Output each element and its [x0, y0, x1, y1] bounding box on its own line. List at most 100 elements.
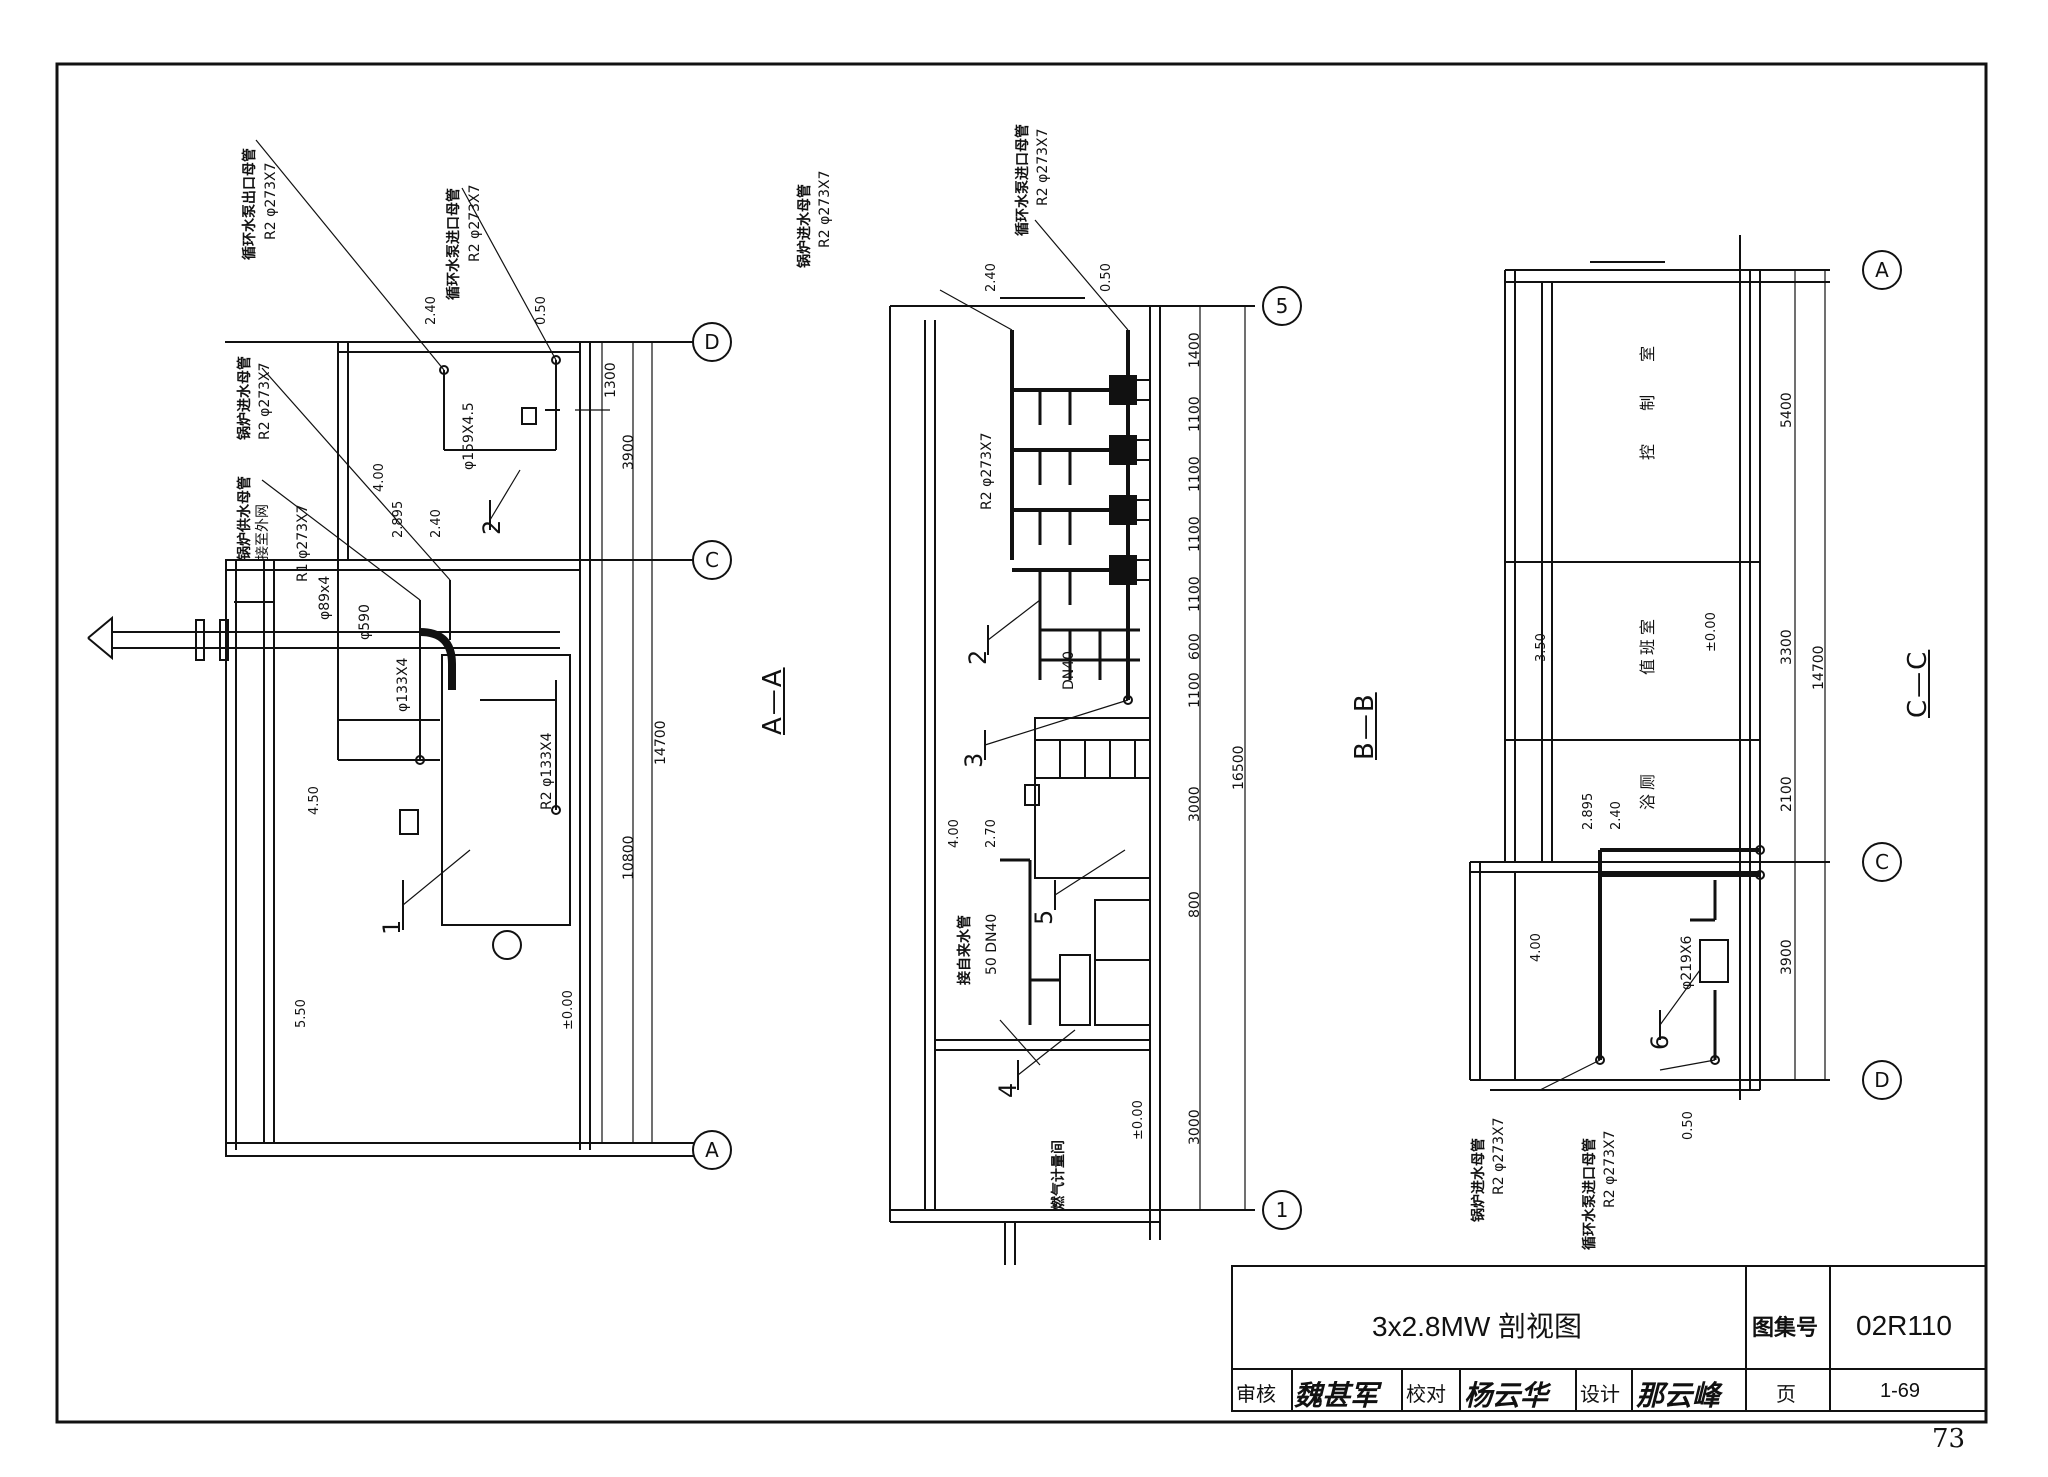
bb-dim-800: 800 [1187, 891, 1203, 918]
cc-axis-d: D [1862, 1060, 1902, 1100]
sheet-number: 73 [1932, 1424, 1966, 1454]
cc-dim-14700: 14700 [1811, 645, 1827, 690]
aa-pump-in-label: 循环水泵进口母管 [446, 188, 462, 300]
aa-dim-14700: 14700 [653, 720, 669, 765]
aa-dim-3900: 3900 [621, 434, 637, 470]
cc-level-zero: ±0.00 [1704, 612, 1719, 652]
cc-level-240: 2.40 [1609, 801, 1624, 830]
cc-pump-in-label: 循环水泵进口母管 [1582, 1138, 1598, 1250]
atlas-label: 图集号 [1752, 1315, 1819, 1340]
bb-tap-label: 接自来水管 [957, 915, 973, 985]
bb-gas-room-label: 燃气计量间 [1051, 1140, 1067, 1210]
cc-level-2895: 2.895 [1581, 792, 1596, 830]
bb-dim-16500: 16500 [1231, 745, 1247, 790]
design-label: 设计 [1580, 1384, 1620, 1406]
bb-level-400: 4.00 [947, 819, 962, 848]
aa-p133a: φ133X4 [395, 657, 411, 712]
aa-level-400: 4.00 [372, 463, 387, 492]
bb-tap-spec: 50 DN40 [984, 913, 1000, 975]
cc-leader-6: 6 [1646, 1034, 1674, 1050]
aa-boiler-supply-label: 锅炉供水母管 [237, 476, 253, 560]
design-signature: 那云峰 [1636, 1379, 1721, 1412]
bb-dim-3000a: 3000 [1187, 786, 1203, 822]
bb-boiler-in-spec: R2 φ273X7 [817, 170, 833, 248]
aa-level-mid2: 2.40 [429, 509, 444, 538]
bb-dim-600: 600 [1187, 633, 1203, 660]
bb-section-title: B—B [1350, 692, 1380, 760]
cc-axis-a: A [1862, 250, 1902, 290]
check-signature: 杨云华 [1464, 1379, 1549, 1412]
aa-section-title: A—A [758, 667, 788, 735]
cc-dim-3300: 3300 [1779, 629, 1795, 665]
aa-section-lines [87, 139, 700, 1157]
review-label: 审核 [1236, 1384, 1276, 1406]
bb-pump-in-label: 循环水泵进口母管 [1015, 124, 1031, 236]
bb-axis-5: 5 [1262, 286, 1302, 326]
cc-section-lines [1469, 235, 1830, 1100]
bb-level-270: 2.70 [984, 819, 999, 848]
aa-axis-c: C [692, 540, 732, 580]
review-signature: 魏甚军 [1294, 1379, 1379, 1412]
aa-level-550: 5.50 [294, 999, 309, 1028]
aa-boiler-in-spec: R2 φ273X7 [257, 362, 273, 440]
bb-pump-in-spec: R2 φ273X7 [1035, 128, 1051, 206]
cc-level-050: 0.50 [1681, 1111, 1696, 1140]
bb-leader-5: 5 [1030, 909, 1058, 925]
cc-boiler-in-label: 锅炉进水母管 [1471, 1138, 1487, 1222]
page-label: 页 [1776, 1384, 1796, 1406]
bb-axis-1: 1 [1262, 1190, 1302, 1230]
bb-dim-3000b: 3000 [1187, 1109, 1203, 1145]
aa-level-450: 4.50 [307, 786, 322, 815]
aa-p133b: R2 φ133X4 [539, 732, 555, 810]
bb-dim-1100a: 1100 [1187, 396, 1203, 432]
drawing-title: 3x2.8MW 剖视图 [1372, 1311, 1583, 1342]
aa-boiler-supply-spec: R1 φ273X7 [295, 504, 311, 582]
bb-dim-1100e: 1100 [1187, 672, 1203, 708]
title-block-lines [1231, 1265, 1987, 1412]
aa-pump-out-label: 循环水泵出口母管 [242, 148, 258, 260]
sheet-border [55, 62, 1988, 1424]
bb-boiler-in-label: 锅炉进水母管 [797, 184, 813, 268]
aa-p159: φ159X4.5 [461, 402, 477, 470]
bb-dim-1400: 1400 [1187, 332, 1203, 368]
aa-level-mid1: 2.895 [391, 500, 406, 538]
aa-p590: φ590 [357, 604, 373, 640]
aa-leader-1: 1 [378, 919, 406, 935]
page-number: 1-69 [1880, 1380, 1921, 1402]
aa-dim-10800: 10800 [621, 835, 637, 880]
bb-leader-2: 2 [964, 649, 992, 665]
bb-header-spec: R2 φ273X7 [979, 432, 995, 510]
aa-axis-d: D [692, 322, 732, 362]
cc-level-350: 3.50 [1534, 633, 1549, 662]
bb-level-240: 2.40 [984, 263, 999, 292]
bb-dim-1100c: 1100 [1187, 516, 1203, 552]
bb-level-050: 0.50 [1099, 263, 1114, 292]
bb-leader-3: 3 [960, 752, 988, 768]
check-label: 校对 [1406, 1384, 1446, 1406]
aa-leader-2: 2 [478, 519, 506, 535]
cc-room-duty: 值班室 [1638, 614, 1657, 675]
cc-boiler-in-spec: R2 φ273X7 [1491, 1117, 1507, 1195]
cc-axis-c: C [1862, 842, 1902, 882]
aa-boiler-supply-note: 接至外网 [255, 504, 271, 560]
cc-p219: φ219X6 [1679, 935, 1695, 990]
cc-dim-3900: 3900 [1779, 939, 1795, 975]
aa-level-top1: 2.40 [424, 296, 439, 325]
atlas-number: 02R110 [1856, 1310, 1953, 1341]
aa-axis-a: A [692, 1130, 732, 1170]
cc-dim-5400: 5400 [1779, 392, 1795, 428]
aa-p89: φ89x4 [317, 575, 333, 620]
bb-section-lines [889, 219, 1255, 1265]
cc-level-400: 4.00 [1529, 933, 1544, 962]
bb-dim-1100d: 1100 [1187, 576, 1203, 612]
aa-level-zero: ±0.00 [561, 990, 576, 1030]
cc-section-title: C—C [1903, 649, 1933, 718]
bb-dim-1100b: 1100 [1187, 456, 1203, 492]
aa-level-top2: 0.50 [534, 296, 549, 325]
cc-dim-2100: 2100 [1779, 776, 1795, 812]
aa-pump-in-spec: R2 φ273X7 [467, 184, 483, 262]
bb-leader-4: 4 [994, 1082, 1022, 1098]
cc-pump-in-spec: R2 φ273X7 [1602, 1130, 1618, 1208]
aa-boiler-in-label: 锅炉进水母管 [237, 356, 253, 440]
